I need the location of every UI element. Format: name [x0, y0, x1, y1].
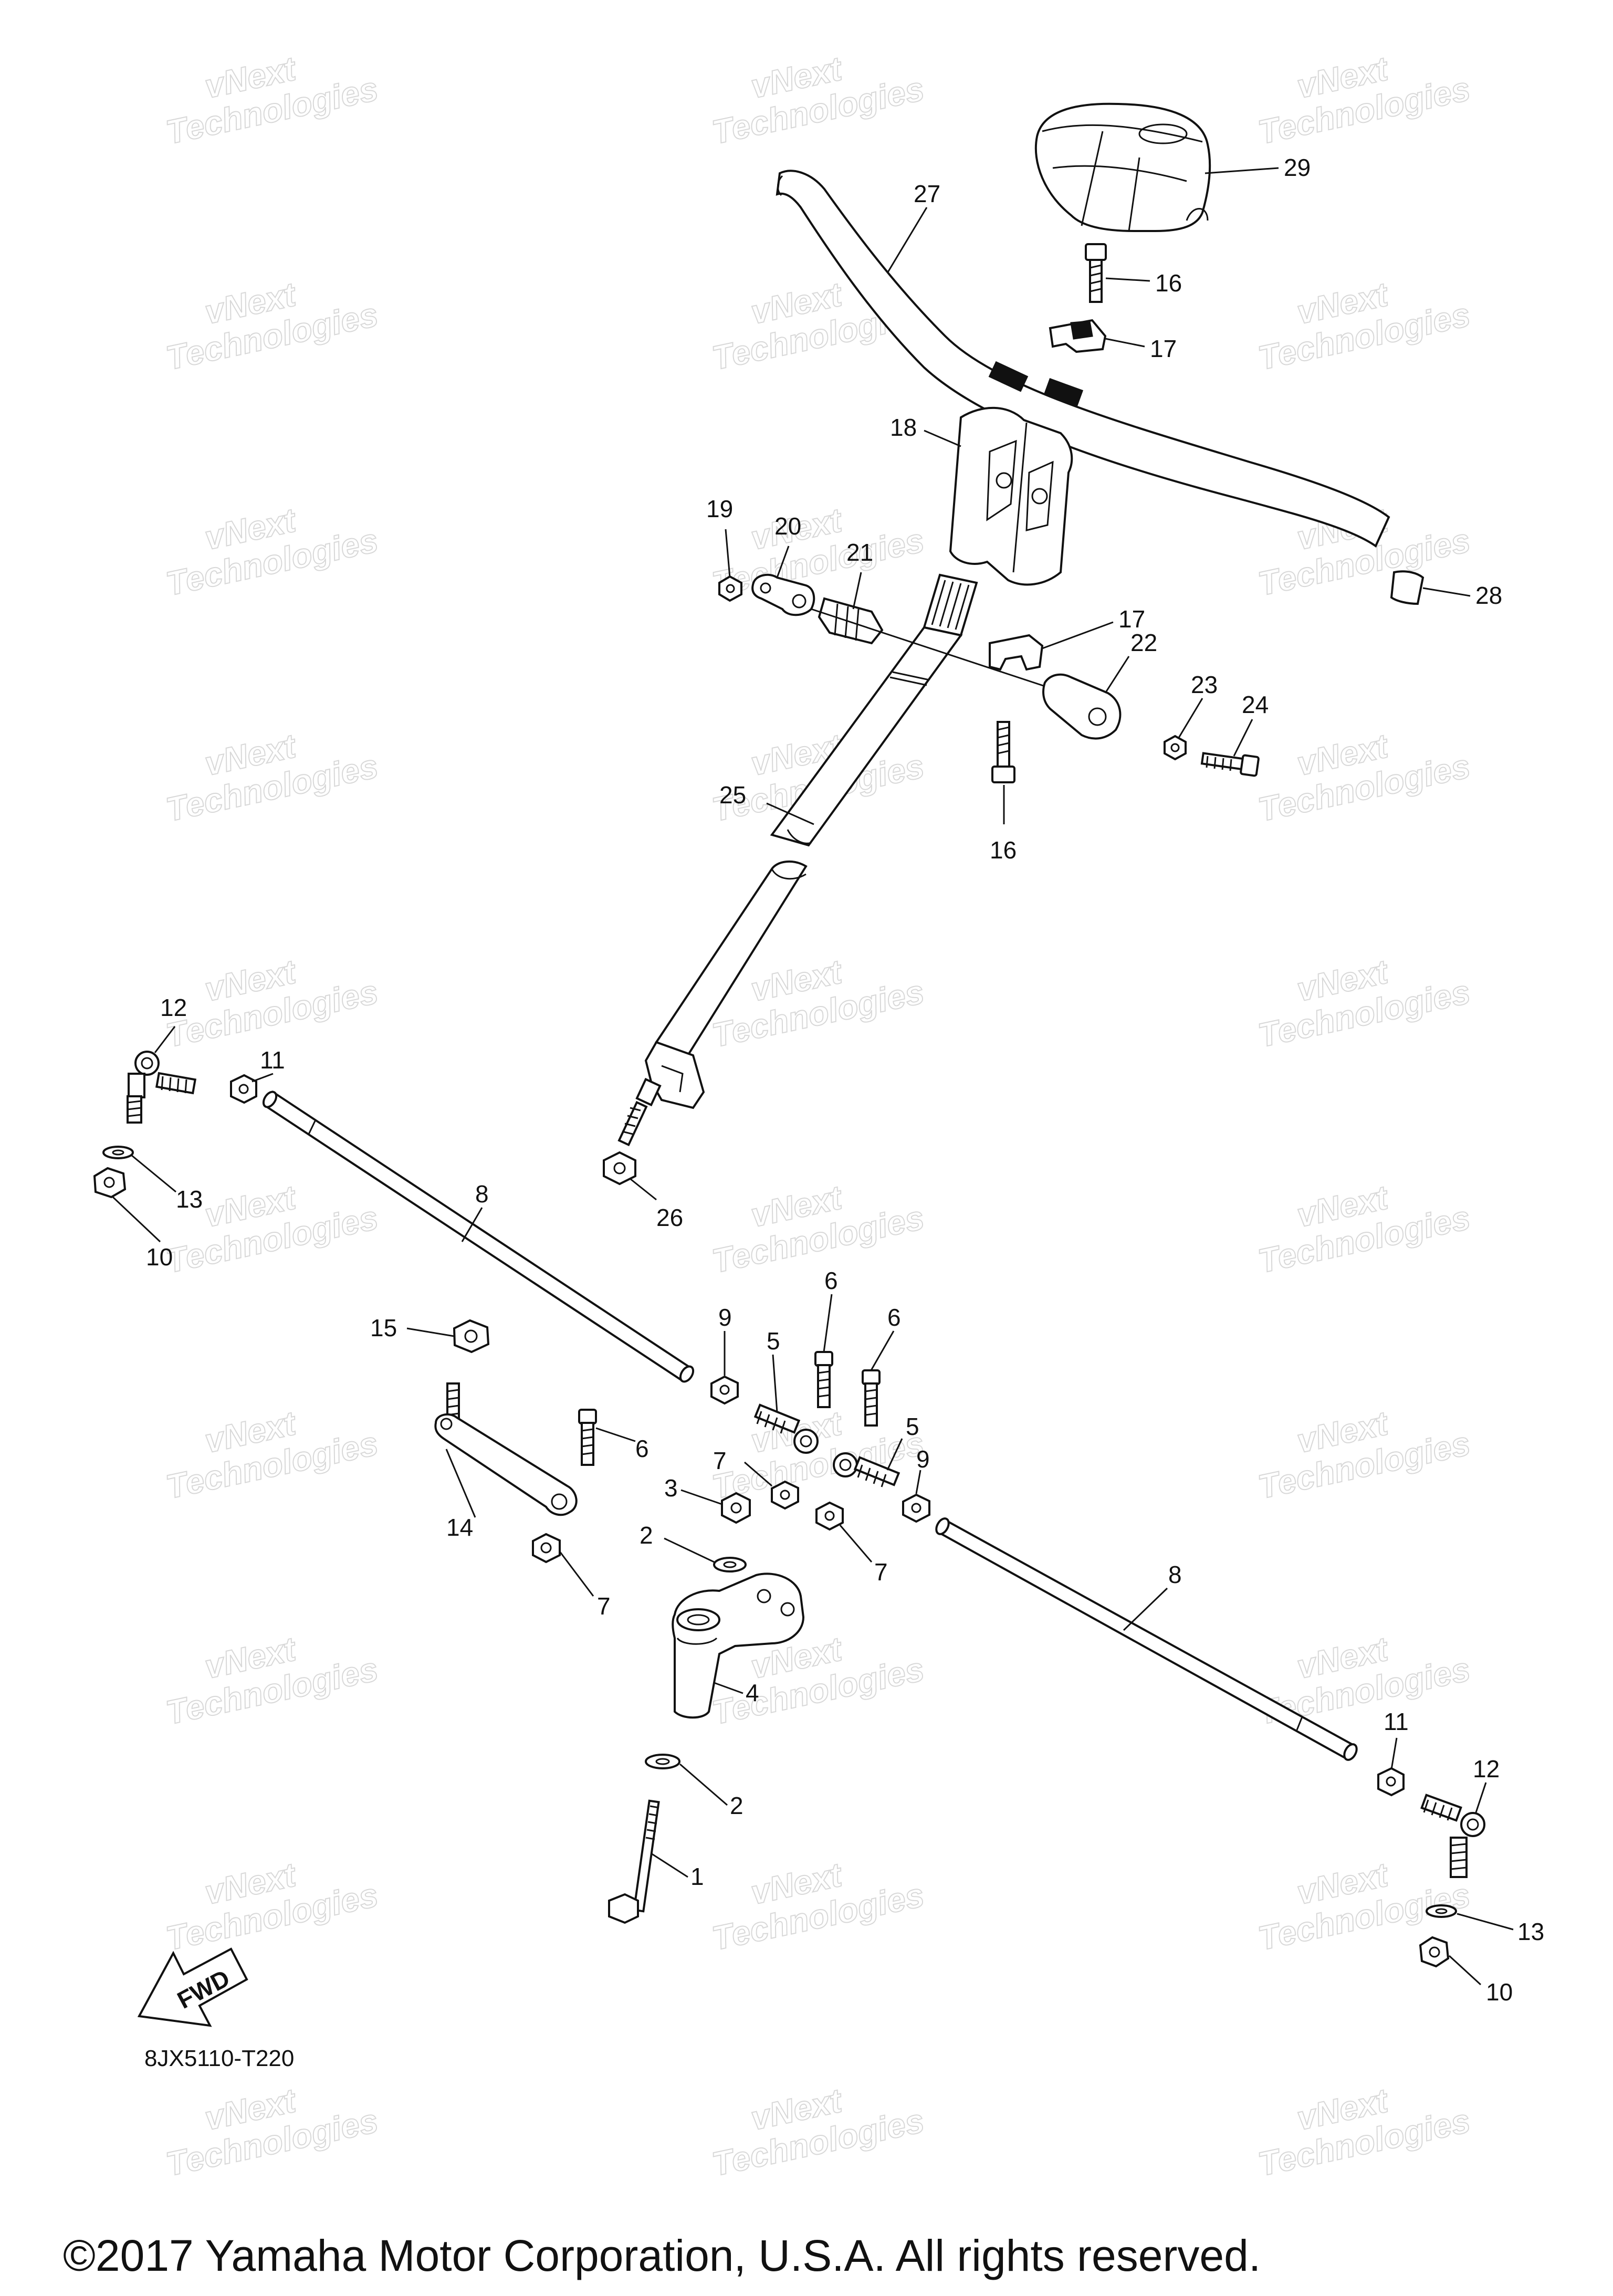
center-right-nut-part	[902, 1493, 930, 1523]
callout-16: 16	[990, 836, 1017, 864]
callout-10: 10	[146, 1243, 173, 1271]
callout-27: 27	[914, 180, 940, 207]
callout-21: 21	[846, 539, 873, 566]
callout-15: 15	[370, 1314, 397, 1341]
callout-13: 13	[1517, 1918, 1544, 1945]
callout-7: 7	[597, 1592, 611, 1620]
steering-arm-assembly-part	[608, 1492, 805, 1924]
handlebar-holder-bolt-upper	[1085, 243, 1107, 303]
left-tie-rod-end-part	[93, 1051, 257, 1199]
handlebar-pad-part	[1034, 102, 1211, 232]
callout-18: 18	[890, 414, 917, 441]
callout-23: 23	[1191, 671, 1218, 698]
callout-24: 24	[1242, 691, 1269, 718]
right-tie-rod-end-part	[1377, 1767, 1485, 1968]
callout-12: 12	[160, 994, 187, 1021]
callout-14: 14	[446, 1514, 473, 1541]
column-nut-part	[603, 1151, 636, 1186]
callout-28: 28	[1475, 582, 1502, 609]
drag-link-nut-part	[453, 1319, 490, 1354]
center-bolt-b-part	[862, 1369, 881, 1427]
callout-17: 17	[1150, 335, 1177, 362]
center-rod-end-right-part	[833, 1452, 900, 1487]
callout-22: 22	[1130, 629, 1157, 656]
callout-3: 3	[664, 1474, 678, 1502]
drag-link-lower-nut-part	[532, 1533, 561, 1564]
copyright-notice: ©2017 Yamaha Motor Corporation, U.S.A. A…	[63, 2231, 1261, 2280]
steering-column-part	[617, 573, 978, 1147]
callout-6: 6	[635, 1435, 649, 1462]
center-bolt-a-part	[814, 1351, 833, 1408]
right-tie-rod-part	[935, 1517, 1358, 1761]
callout-25: 25	[719, 781, 746, 809]
drag-link-part	[434, 1382, 578, 1516]
bar-end-cap-part	[1390, 570, 1425, 605]
callout-11: 11	[260, 1046, 285, 1074]
callout-10: 10	[1486, 1978, 1513, 2006]
callout-6: 6	[887, 1304, 901, 1331]
callout-7: 7	[713, 1447, 727, 1474]
callout-7: 7	[874, 1558, 888, 1586]
callout-6: 6	[824, 1267, 838, 1294]
callout-5: 5	[767, 1327, 780, 1355]
callout-17: 17	[1118, 605, 1145, 633]
leader-lines	[112, 167, 1514, 1986]
callout-13: 13	[176, 1186, 203, 1213]
callout-26: 26	[656, 1204, 683, 1231]
handlebar-holder-bolt-lower	[991, 721, 1015, 783]
callout-29: 29	[1284, 154, 1311, 181]
callout-16: 16	[1155, 269, 1182, 297]
center-rod-end-left-part	[753, 1403, 819, 1454]
center-left-nut-part	[710, 1375, 739, 1405]
handlebar-part	[776, 170, 1390, 548]
center-nut-b-part	[815, 1501, 844, 1531]
diagram-code: 8JX5110-T220	[144, 2046, 294, 2071]
center-nut-a-part	[771, 1480, 799, 1510]
callout-2: 2	[640, 1522, 653, 1549]
callout-8: 8	[1168, 1561, 1182, 1588]
drag-link-bolt-part	[578, 1409, 597, 1466]
fwd-arrow-icon: FWD	[137, 1947, 248, 2027]
callout-11: 11	[1384, 1708, 1409, 1735]
callout-5: 5	[906, 1413, 919, 1440]
callout-19: 19	[706, 495, 733, 522]
callout-4: 4	[746, 1679, 759, 1706]
handlebar-mount-plate-part	[949, 406, 1073, 586]
callout-2: 2	[730, 1792, 743, 1819]
callout-9: 9	[718, 1304, 732, 1331]
callout-labels: 29 27 16 17 18 19 20 21 17 22 23 24 25 1…	[146, 154, 1544, 2006]
bracket-cluster-part	[718, 573, 1260, 777]
callout-20: 20	[774, 512, 801, 540]
left-tie-rod-part	[262, 1091, 695, 1383]
handlebar-holder-upper-part	[1049, 319, 1107, 353]
callout-1: 1	[690, 1863, 704, 1890]
handlebar-holder-lower-part	[989, 634, 1044, 671]
callout-9: 9	[916, 1445, 930, 1473]
callout-12: 12	[1473, 1755, 1500, 1783]
callout-8: 8	[475, 1180, 489, 1208]
